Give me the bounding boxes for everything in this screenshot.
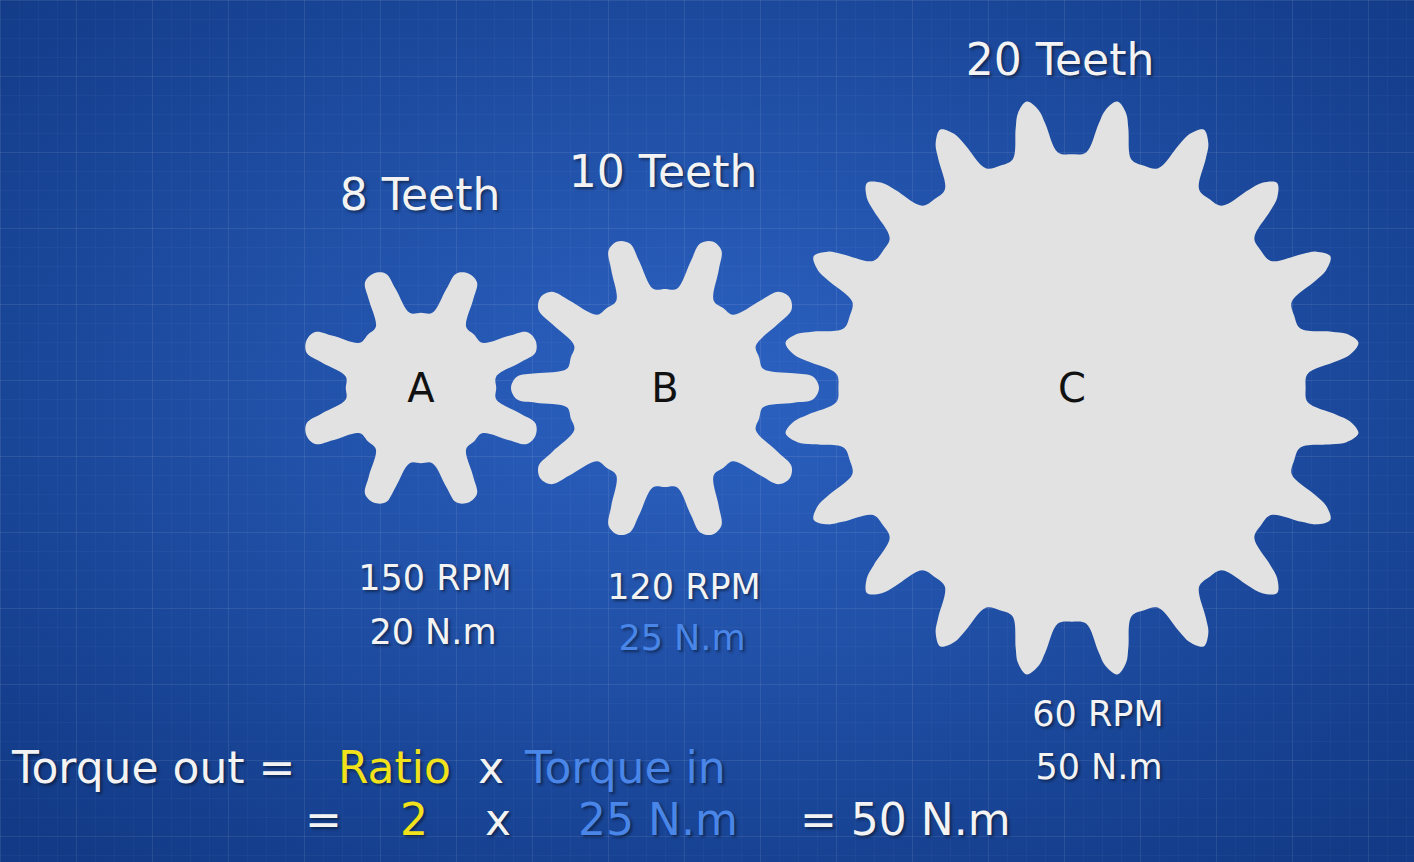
rpm-value: 120 RPM [607, 568, 761, 607]
gear: 10 TeethB120 RPM25 N.m [511, 234, 819, 542]
torque-value: 20 N.m [369, 613, 496, 652]
torque-value: 50 N.m [1035, 748, 1162, 787]
teeth-count: 10 Teeth [569, 148, 758, 196]
teeth-count: 20 Teeth [966, 36, 1155, 84]
gear-letter: A [407, 366, 434, 410]
formula-operator: x [485, 796, 511, 844]
torque-value: 25 N.m [618, 619, 745, 658]
gear-body [786, 102, 1359, 675]
gear-body [511, 241, 819, 535]
formula-torque-value: 25 N.m [578, 796, 738, 844]
formula-result: = 50 N.m [800, 796, 1011, 844]
formula-ratio: Ratio [338, 744, 451, 792]
formula-torque-in: Torque in [525, 744, 726, 792]
gear: 8 TeethA150 RPM20 N.m [297, 264, 545, 512]
formula-operator: = [305, 796, 342, 844]
gear-body [305, 272, 536, 503]
teeth-count: 8 Teeth [340, 171, 501, 219]
formula-text: Torque out = [12, 744, 295, 792]
formula-ratio-value: 2 [400, 796, 428, 844]
rpm-value: 60 RPM [1032, 695, 1163, 734]
gear-letter: B [651, 366, 678, 410]
formula-operator: x [478, 744, 504, 792]
gear: 20 TeethC60 RPM50 N.m [782, 98, 1362, 678]
gear-letter: C [1058, 366, 1086, 410]
rpm-value: 150 RPM [358, 559, 512, 598]
